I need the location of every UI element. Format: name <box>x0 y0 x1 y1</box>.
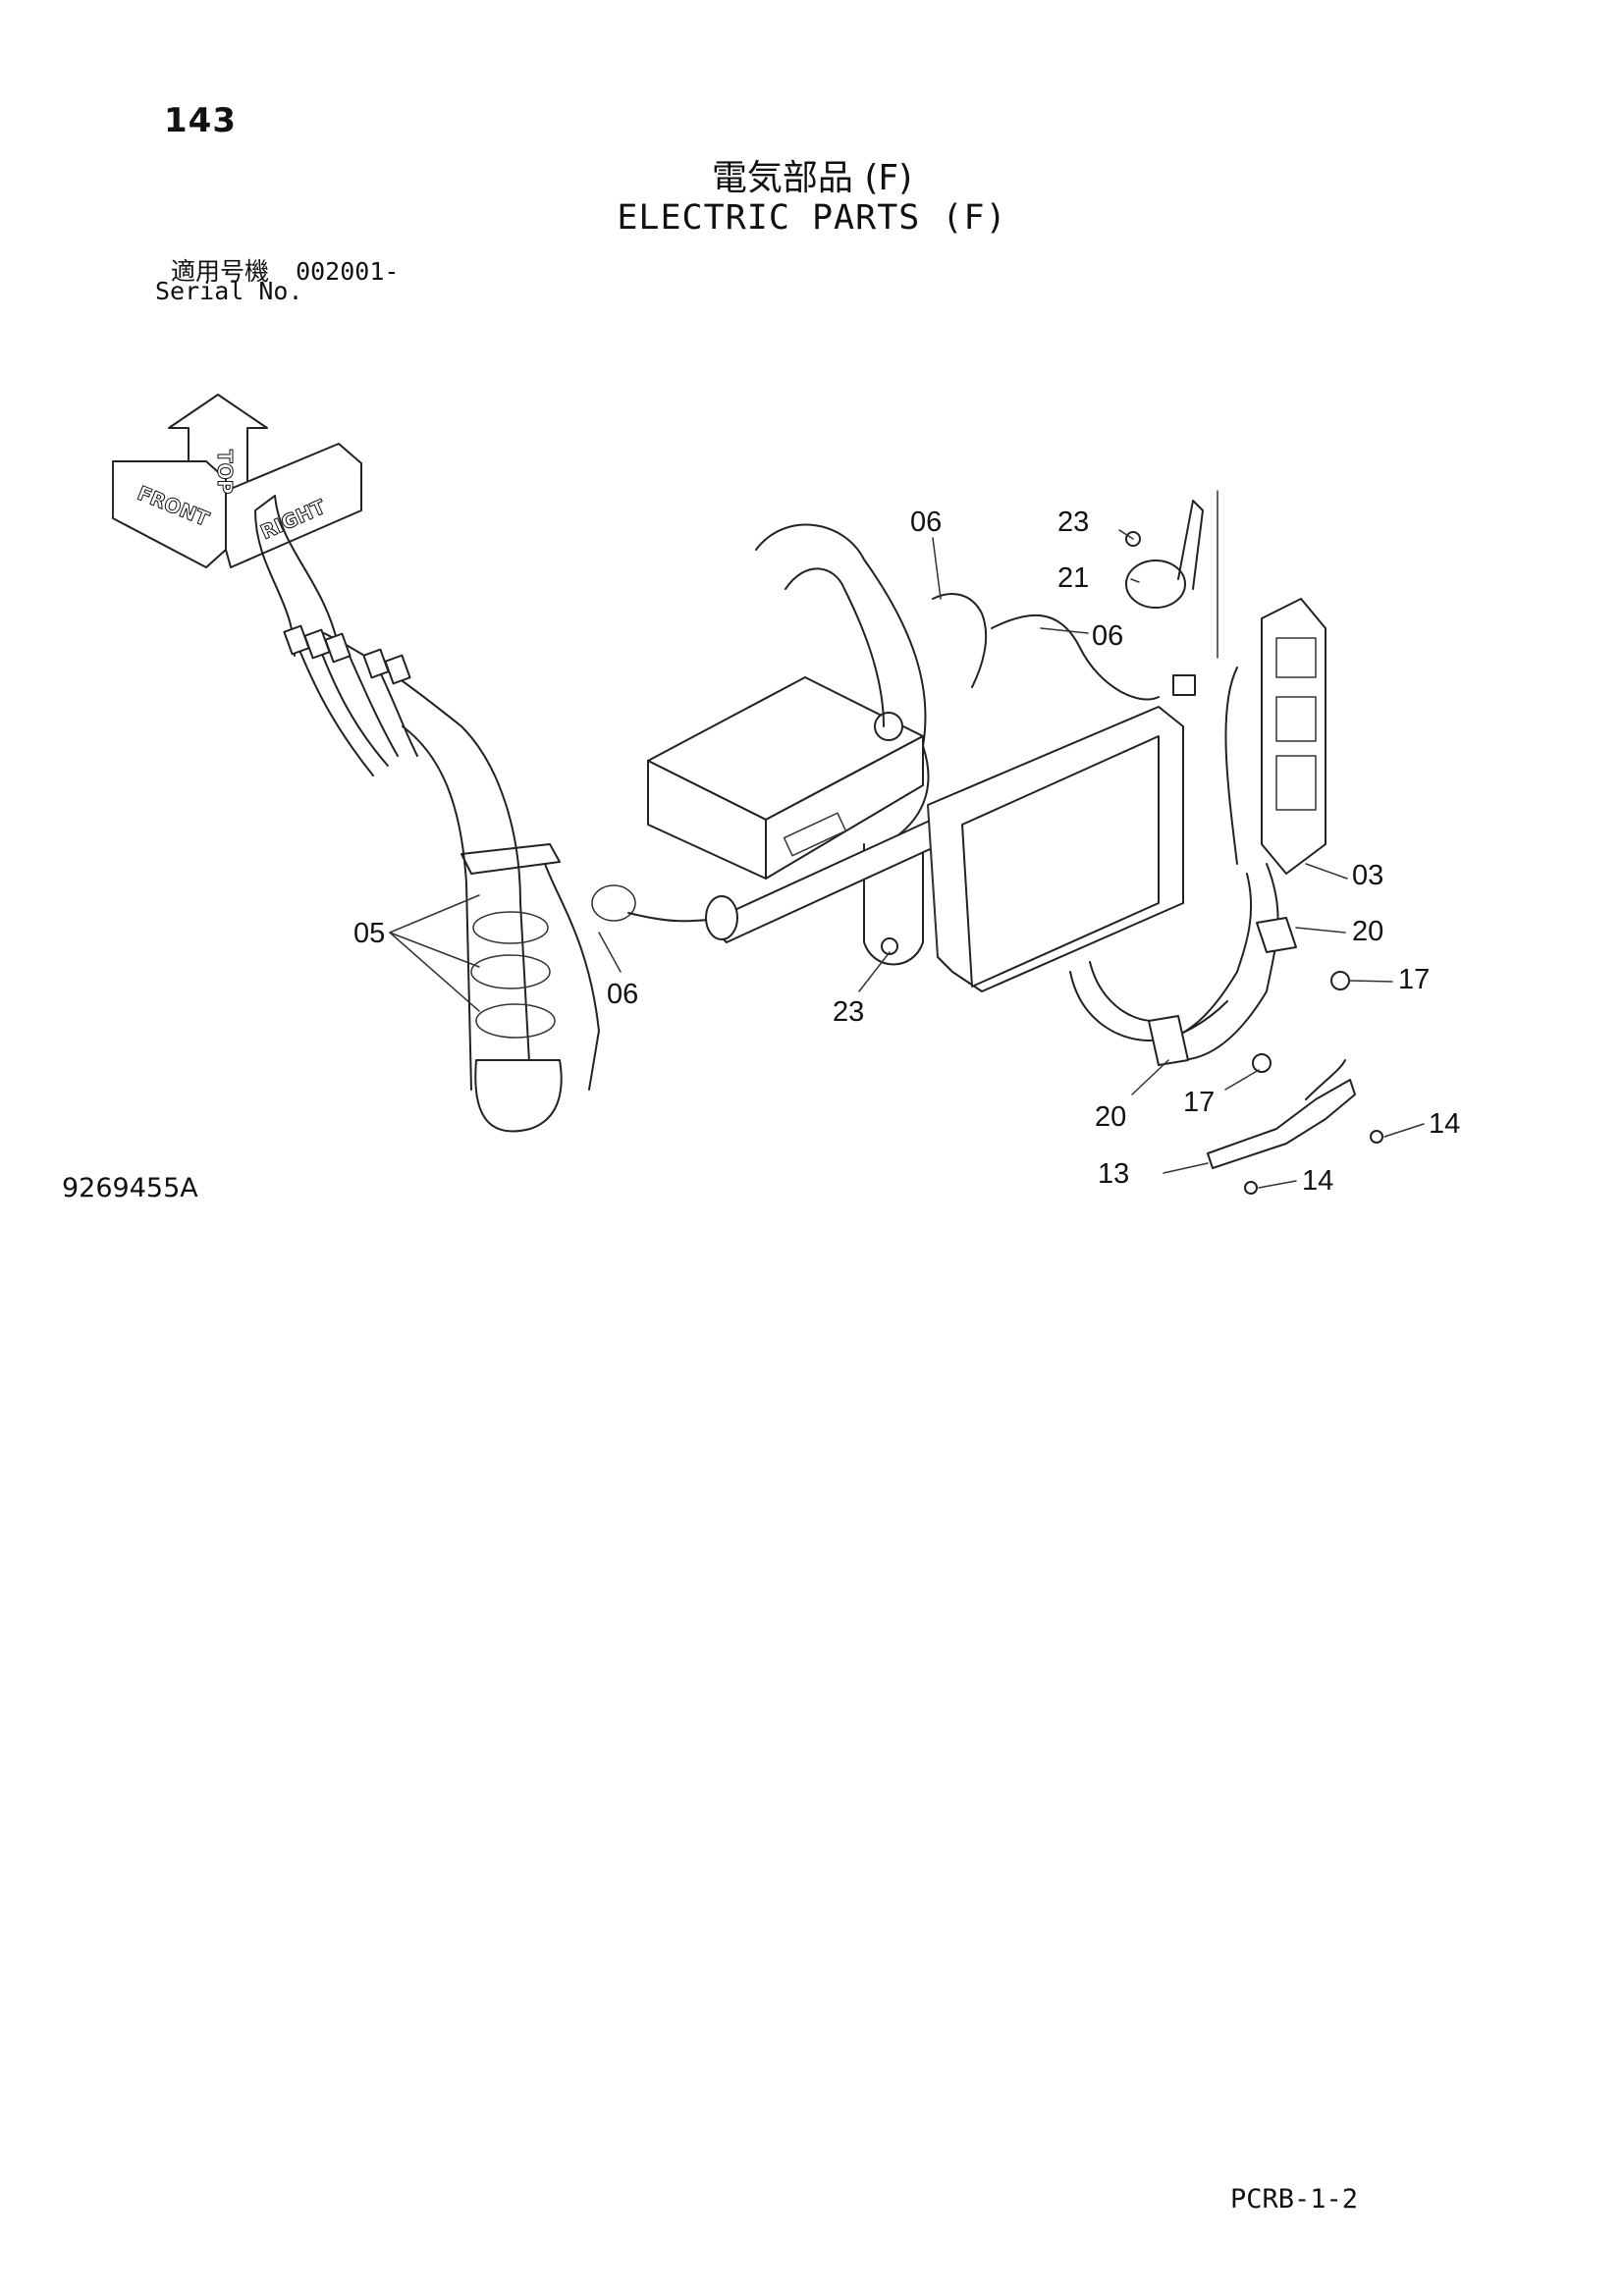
horn-part <box>1125 490 1218 659</box>
right-connector-assembly <box>1167 598 1326 1061</box>
left-harness-assembly <box>254 495 728 1133</box>
callout-14-bottom: 14 <box>1302 1165 1333 1197</box>
callout-20-right: 20 <box>1352 916 1383 947</box>
serial-label-japanese: 適用号機 <box>171 257 270 286</box>
page-code: PCRB-1-2 <box>1230 2184 1359 2215</box>
callout-06-top: 06 <box>910 507 942 538</box>
lower-hose <box>1069 917 1356 1169</box>
serial-label-english: Serial No. <box>155 277 303 305</box>
callout-05: 05 <box>353 918 385 949</box>
drawing-id: 9269455A <box>62 1173 198 1203</box>
callout-23-center: 23 <box>833 996 864 1028</box>
mounting-bracket <box>927 706 1184 992</box>
callout-06-left: 06 <box>607 979 638 1010</box>
page-title-english: ELECTRIC PARTS (F) <box>617 198 1007 238</box>
callout-20-bottom: 20 <box>1095 1101 1126 1133</box>
callout-14-right: 14 <box>1429 1108 1460 1140</box>
callout-21: 21 <box>1057 562 1089 594</box>
serial-number-line: 適用号機 002001- <box>171 252 399 288</box>
callout-13: 13 <box>1098 1158 1129 1190</box>
callout-17-bottom: 17 <box>1183 1087 1215 1118</box>
page-number: 143 <box>164 101 237 140</box>
serial-value: 002001- <box>296 257 400 286</box>
callout-03: 03 <box>1352 860 1383 891</box>
callout-06-right: 06 <box>1092 620 1123 652</box>
callout-23-top: 23 <box>1057 507 1089 538</box>
leader-lines <box>389 529 1425 1189</box>
callout-labels: 06 23 21 06 03 20 17 05 06 23 20 17 14 1… <box>353 507 1460 1197</box>
central-duct <box>705 523 963 966</box>
callout-17-right: 17 <box>1398 964 1430 995</box>
orientation-top-label: TOP <box>213 450 237 494</box>
controller-unit <box>647 676 924 880</box>
top-wiring <box>932 593 1196 701</box>
orientation-indicator-icon: FRONT TOP RIGHT <box>112 394 362 568</box>
page-title-japanese: 電気部品 (F) <box>711 158 913 198</box>
